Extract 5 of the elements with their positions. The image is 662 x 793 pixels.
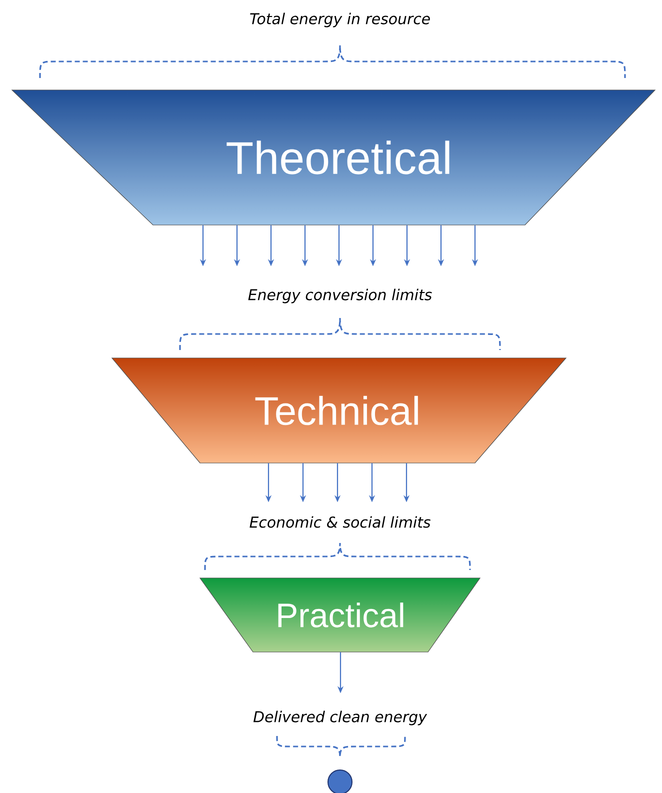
dot bbox=[328, 770, 352, 793]
limit-label: Delivered clean energy bbox=[253, 710, 428, 726]
limit-label: Total energy in resource bbox=[250, 12, 430, 28]
limit-label: Energy conversion limits bbox=[248, 288, 432, 304]
limit-label: Economic & social limits bbox=[250, 516, 430, 528]
